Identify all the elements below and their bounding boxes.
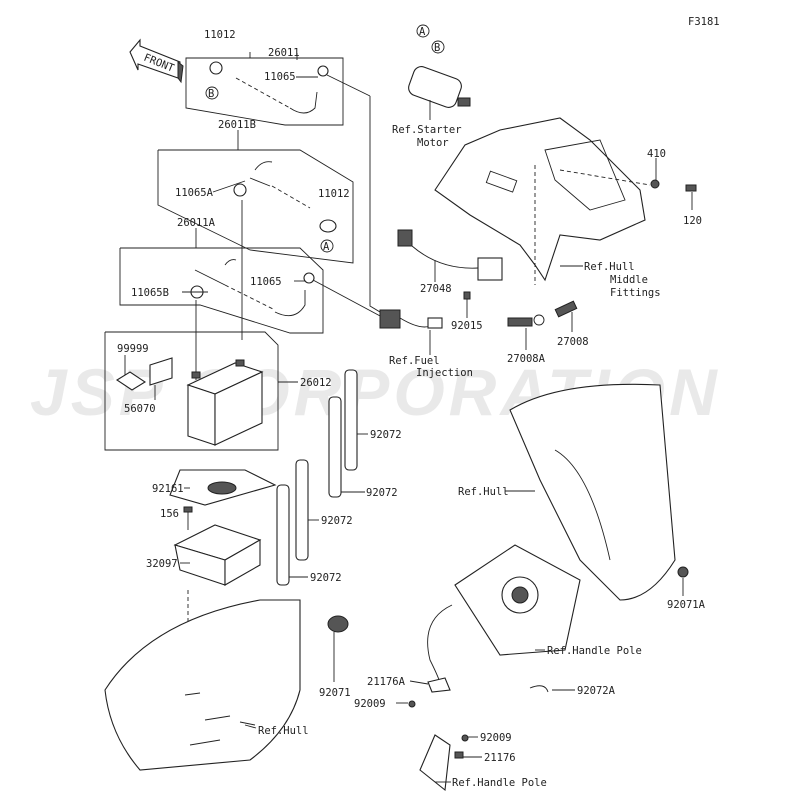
label-120: 120 <box>683 215 702 227</box>
ref-hull: Ref.Hull <box>258 725 309 737</box>
label-27008: 27008 <box>557 336 589 348</box>
battery-cable-26011A <box>190 259 383 380</box>
ref-b-marker: B <box>208 88 214 100</box>
ref-a-marker: A <box>419 26 426 38</box>
label-21176: 21176 <box>484 752 516 764</box>
label-410: 410 <box>647 148 666 160</box>
ref-handle-pole: Ref.Handle Pole <box>547 645 642 657</box>
label-11065A: 11065A <box>175 187 214 199</box>
key-27008A <box>507 314 545 350</box>
starter-motor <box>408 66 471 120</box>
handle-pole-lower <box>419 734 469 792</box>
hull-left <box>104 599 301 771</box>
hull-middle-fittings <box>434 117 651 285</box>
bolt-120 <box>685 184 697 192</box>
straps-92072 <box>276 369 358 586</box>
label-156: 156 <box>160 508 179 520</box>
leader-lines <box>124 76 583 783</box>
sensor-27048 <box>397 229 503 318</box>
bolt-156 <box>183 506 193 530</box>
bracket-26011 <box>185 52 344 126</box>
label-92009: 92009 <box>354 698 386 710</box>
label-26012: 26012 <box>300 377 332 389</box>
label-99999 <box>115 371 147 391</box>
figure-code: F3181 <box>688 16 720 28</box>
hull-right <box>509 383 676 601</box>
ref-b-marker: B <box>434 42 440 54</box>
label-56070: 56070 <box>124 403 156 415</box>
clip-92072A <box>529 685 549 693</box>
bracket-26011B <box>157 149 354 264</box>
label-92009: 92009 <box>480 732 512 744</box>
label-92072: 92072 <box>366 487 398 499</box>
ref-a-marker: A <box>323 241 330 253</box>
key-27008 <box>554 300 578 332</box>
handle-pole-plate <box>427 544 581 691</box>
label-26011: 26011 <box>268 47 300 59</box>
battery-case-32097 <box>173 524 262 586</box>
grommet-92071 <box>327 615 349 633</box>
label-99999: 99999 <box>117 343 149 355</box>
ref-starter-motor: Motor <box>417 137 449 149</box>
label-27048: 27048 <box>420 283 452 295</box>
part-labels: F3181 26011 11012 B 11065 A B Ref.Starte… <box>117 16 720 789</box>
label-92161: 92161 <box>152 483 184 495</box>
ref-hull-middle-fittings: Middle <box>610 274 648 286</box>
label-11065: 11065 <box>250 276 282 288</box>
label-56070 <box>149 357 173 386</box>
battery <box>186 359 264 446</box>
label-11012: 11012 <box>204 29 236 41</box>
label-21176A: 21176A <box>367 676 406 688</box>
bracket-26012 <box>104 331 279 451</box>
label-11065: 11065 <box>264 71 296 83</box>
ref-fuel-injection: Ref.Fuel <box>389 355 440 367</box>
ref-fuel-injection: Injection <box>416 367 473 379</box>
label-26011A: 26011A <box>177 217 216 229</box>
label-27008A: 27008A <box>507 353 546 365</box>
battery-cable-26011B <box>233 161 337 340</box>
label-32097: 32097 <box>146 558 178 570</box>
ref-hull-middle-fittings: Ref.Hull <box>584 261 635 273</box>
front-arrow-icon: FRONT <box>129 38 184 84</box>
bracket-26011A <box>119 247 324 334</box>
ref-hull: Ref.Hull <box>458 486 509 498</box>
label-92071: 92071 <box>319 687 351 699</box>
label-92072: 92072 <box>310 572 342 584</box>
ref-hull-middle-fittings: Fittings <box>610 287 661 299</box>
label-26011B: 26011B <box>218 119 256 131</box>
label-92015: 92015 <box>451 320 483 332</box>
label-92072: 92072 <box>321 515 353 527</box>
label-11012: 11012 <box>318 188 350 200</box>
harness-21176A <box>427 677 451 693</box>
fuel-injection-relay <box>379 309 443 355</box>
ref-starter-motor: Ref.Starter <box>392 124 462 136</box>
ref-handle-pole: Ref.Handle Pole <box>452 777 547 789</box>
label-92071A: 92071A <box>667 599 706 611</box>
label-11065B: 11065B <box>131 287 169 299</box>
label-92072: 92072 <box>370 429 402 441</box>
screw-92009 <box>408 700 416 708</box>
nut-410 <box>650 179 660 189</box>
grommet-92071A <box>677 566 689 578</box>
label-92072A: 92072A <box>577 685 616 697</box>
